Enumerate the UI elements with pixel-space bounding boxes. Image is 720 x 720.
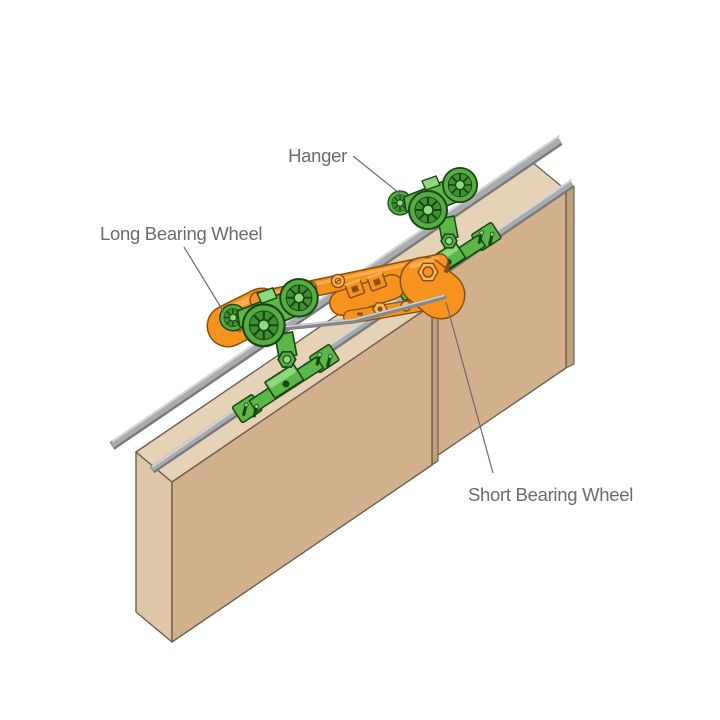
short-bearing-wheel-label: Short Bearing Wheel: [468, 484, 633, 505]
lower-bar-slot: [357, 312, 363, 316]
lower-bar-hex-center: [377, 306, 383, 312]
short-bearing-wheel-leader-line: [445, 301, 494, 474]
door-left-right-edge: [431, 300, 439, 466]
damper-rod-highlight: [255, 294, 445, 331]
track-rail-front-face: [150, 180, 574, 472]
short-bracket-bolt: [422, 266, 434, 278]
junction-boss: [366, 271, 388, 292]
long-bearing-wheel-leader-line: [183, 246, 226, 315]
long-bearing-wheel-label: Long Bearing Wheel: [100, 223, 262, 244]
label-short-bearing-wheel: Short Bearing Wheel: [445, 301, 633, 505]
short-bearing-wheel-bracket: [399, 256, 466, 320]
short-bracket-highlight: [409, 257, 435, 269]
damper-rod: [253, 294, 447, 334]
label-hanger: Hanger: [288, 145, 405, 198]
track-rail-front-highlight: [152, 179, 572, 467]
label-long-bearing-wheel: Long Bearing Wheel: [100, 223, 263, 315]
junction-boss: [344, 278, 366, 299]
door-right-end-face: [565, 185, 575, 369]
door-left-front-face: [171, 304, 433, 643]
hanger-label: Hanger: [288, 145, 347, 166]
short-bracket-slot: [443, 263, 451, 274]
mechanism-junction-block: [329, 271, 405, 316]
junction-base: [330, 275, 404, 315]
track-rail-front: [149, 179, 575, 474]
door-left-end-face: [135, 451, 173, 643]
short-bracket-body: [401, 258, 464, 318]
damper-rod-body: [253, 294, 447, 334]
hanger-leader-line: [352, 155, 405, 198]
arm-bar-bolt: [330, 273, 346, 289]
